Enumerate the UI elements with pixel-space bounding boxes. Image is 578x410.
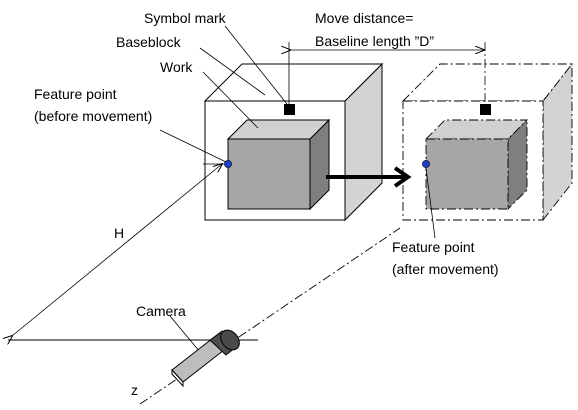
feature-before-label-line1: Feature point xyxy=(34,86,117,102)
work-after-top xyxy=(424,119,529,140)
feature-before-label-line2: (before movement) xyxy=(34,108,152,124)
feature-before-leader xyxy=(159,129,227,163)
symbol-mark-before xyxy=(284,104,295,115)
symbol-mark-after xyxy=(480,104,491,115)
baseblock-after-side xyxy=(542,62,573,222)
move-distance-label-line1: Move distance= xyxy=(315,10,413,26)
symbol-mark-leader xyxy=(224,25,288,105)
baseblock-leader xyxy=(199,47,266,96)
camera-icon xyxy=(171,329,240,388)
baseblock-label: Baseblock xyxy=(116,34,182,50)
baseblock-after-top xyxy=(401,63,573,102)
work-block-before xyxy=(226,118,331,211)
feature-after-label-line2: (after movement) xyxy=(392,261,499,277)
movement-arrow xyxy=(326,166,412,188)
work-before-front xyxy=(227,138,311,210)
feature-point-before xyxy=(224,160,232,168)
work-leader xyxy=(202,71,259,129)
axis-z-label: z xyxy=(131,382,138,398)
work-after-side xyxy=(507,118,528,211)
work-block-after xyxy=(424,118,529,211)
work-label: Work xyxy=(160,59,193,75)
feature-after-label-line1: Feature point xyxy=(392,239,475,255)
move-distance-label-line2: Baseline length ”D” xyxy=(315,33,434,49)
feature-after-leader xyxy=(425,167,436,239)
distance-h-dimension-arrow xyxy=(12,164,222,336)
symbol-mark-label: Symbol mark xyxy=(144,10,227,26)
distance-h-label: H xyxy=(114,225,124,241)
camera-leader xyxy=(169,315,201,353)
feature-point-after xyxy=(422,160,430,168)
work-after-front xyxy=(425,138,509,210)
camera-label: Camera xyxy=(136,303,186,319)
